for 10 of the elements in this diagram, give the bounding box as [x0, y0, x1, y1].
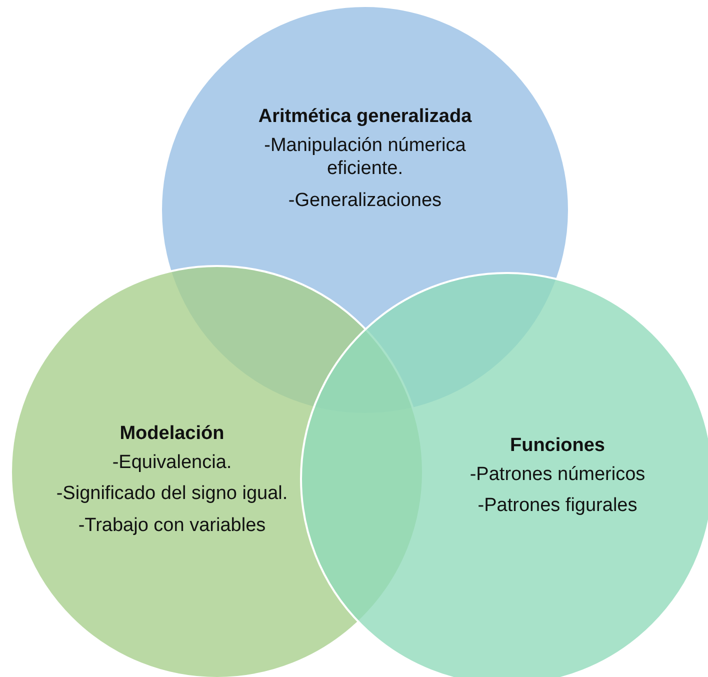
circle-heading: Funciones	[508, 434, 606, 458]
circle-text: -Patrones númericos	[468, 463, 646, 486]
circle-text: -Equivalencia.	[111, 451, 233, 474]
circle-heading: Aritmética generalizada	[257, 105, 473, 128]
circle-text: -Patrones figurales	[476, 494, 638, 518]
circle-text: -Manipulación númerica eficiente.	[263, 134, 467, 181]
circle-heading: Modelación	[118, 422, 226, 446]
circle-text: -Trabajo con variables	[77, 514, 267, 537]
circle-text: -Generalizaciones	[287, 188, 443, 212]
circle-text: -Significado del signo igual.	[55, 482, 289, 506]
